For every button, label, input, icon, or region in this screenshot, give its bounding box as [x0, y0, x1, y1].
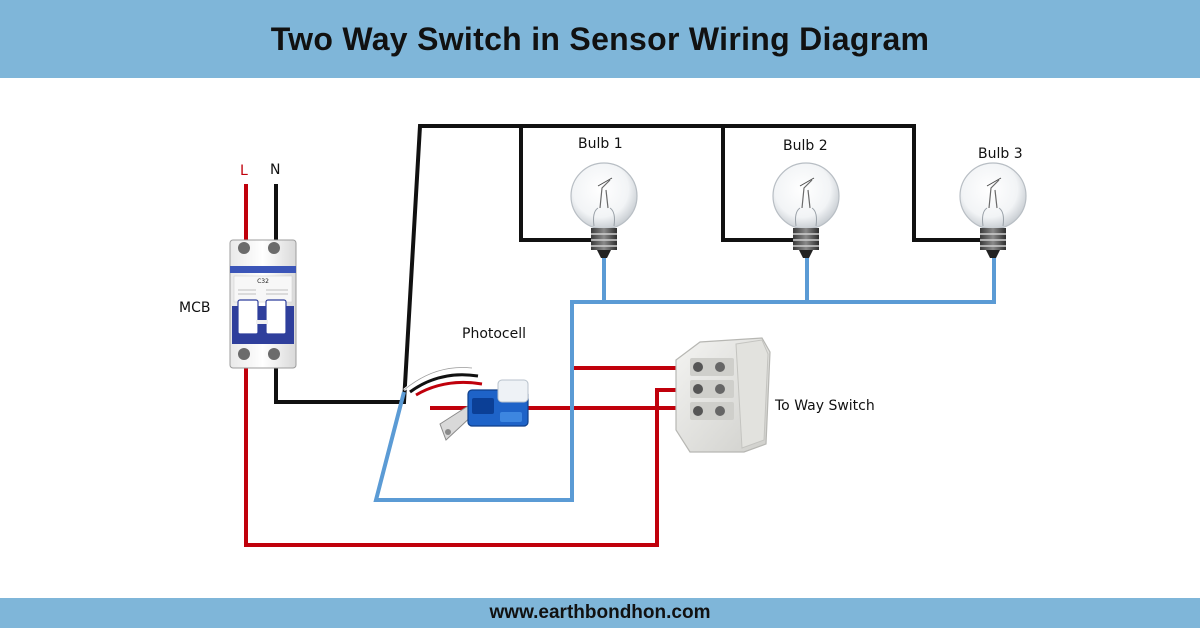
mcb-breaker: C32: [229, 239, 297, 369]
bulb-1-label: Bulb 1: [578, 136, 623, 152]
return-to-photocell-wire: [373, 300, 604, 502]
switch-label: To Way Switch: [774, 398, 875, 414]
mcb-rating-label: C32: [257, 278, 269, 285]
neutral-label: N: [270, 162, 280, 178]
bulb3-return-wire: [807, 256, 996, 304]
mcb-to-bulb-bus-wire: [274, 124, 982, 404]
photocell-sensor: [439, 379, 529, 441]
bulb2-feed-wire: [721, 126, 800, 242]
two-way-switch: [675, 337, 771, 453]
blue-wires: [373, 256, 996, 502]
mcb-label: MCB: [179, 300, 210, 316]
photocell-leads: [403, 366, 483, 397]
mcb-to-switch-live-wire: [244, 368, 682, 547]
bulb-1: [570, 162, 638, 258]
title-banner: Two Way Switch in Sensor Wiring Diagram: [0, 0, 1200, 78]
black-wires: [274, 124, 982, 404]
page-title: Two Way Switch in Sensor Wiring Diagram: [270, 20, 930, 57]
footer-banner: www.earthbondhon.com: [0, 598, 1200, 628]
bulb-return-bus-wire: [602, 256, 809, 304]
website-url: www.earthbondhon.com: [489, 602, 711, 623]
bulb-3-label: Bulb 3: [978, 146, 1023, 162]
bulb-2-label: Bulb 2: [783, 138, 828, 154]
line-label: L: [240, 163, 248, 179]
bulb1-feed-wire: [519, 126, 600, 242]
bulb-3: [959, 162, 1027, 258]
photocell-label: Photocell: [462, 326, 526, 342]
bulb-2: [772, 162, 840, 258]
